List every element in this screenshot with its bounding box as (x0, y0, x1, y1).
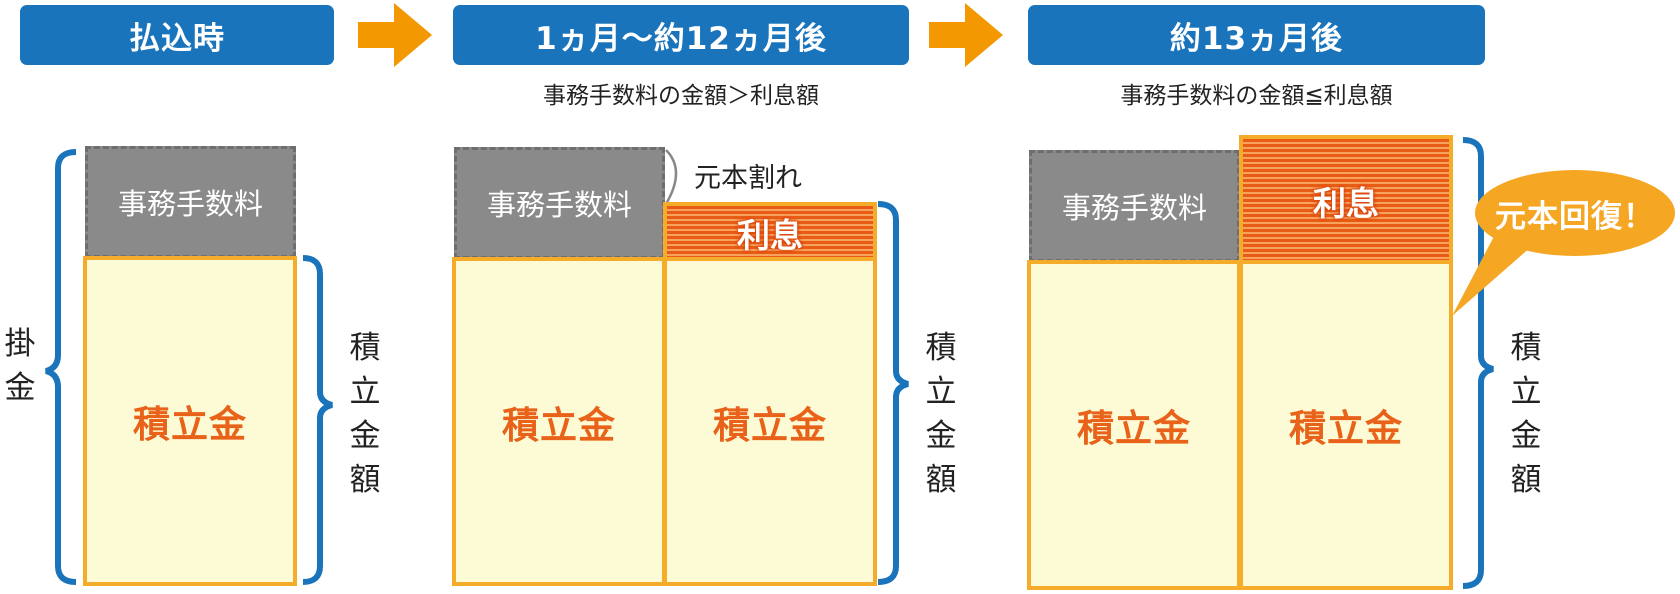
fee-label: 事務手数料 (117, 187, 263, 221)
vlabel-char: 積 (349, 330, 381, 366)
stage-header-payment: 払込時 (20, 5, 334, 65)
stage-header-1-12-months: 1ヵ月〜約12ヵ月後 (453, 5, 909, 65)
deposit-label: 積立金 (713, 403, 827, 447)
deposit-total-label: 積 立 金 額 (1506, 326, 1546, 502)
caption-fee-greater: 事務手数料の金額＞利息額 (543, 83, 819, 109)
principal-loss-connector (664, 149, 678, 205)
vlabel-char: 額 (1510, 462, 1542, 498)
interest-box: 利息 (1239, 135, 1453, 262)
installment-bracket (45, 149, 77, 585)
deposit-total-label: 積 立 金 額 (345, 326, 385, 502)
fee-box: 事務手数料 (454, 147, 665, 259)
installment-total-label: 掛 金 (0, 322, 40, 410)
vlabel-char: 立 (349, 374, 381, 410)
deposit-label: 積立金 (1077, 407, 1191, 450)
interest-label: 利息 (1313, 183, 1379, 223)
vlabel-char: 金 (349, 418, 381, 454)
deposit-box: 積立金 (1027, 260, 1241, 590)
fee-label: 事務手数料 (486, 188, 632, 222)
principal-recovery-label: 元本回復！ (1495, 198, 1655, 235)
fee-box: 事務手数料 (85, 146, 296, 258)
deposit-label: 積立金 (1289, 407, 1403, 450)
interest-label: 利息 (737, 216, 803, 255)
vlabel-char: 積 (1510, 330, 1542, 366)
arrow-right-icon (929, 3, 1003, 67)
deposit-box: 積立金 (83, 256, 297, 586)
stage-header-label: 約13ヵ月後 (1169, 20, 1344, 57)
stage-header-label: 払込時 (129, 20, 225, 57)
deposit-box: 積立金 (1239, 260, 1453, 590)
deposit-total-bracket (302, 255, 333, 585)
vlabel-char: 額 (925, 462, 957, 498)
principal-recovery-bubble: 元本回復！ (1475, 170, 1675, 256)
arrow-right-icon (358, 3, 432, 67)
deposit-total-bracket (877, 201, 909, 585)
fee-box: 事務手数料 (1029, 150, 1240, 262)
deposit-total-bracket (1462, 137, 1494, 589)
vlabel-char: 金 (4, 370, 36, 406)
vlabel-char: 積 (925, 330, 957, 366)
deposit-box: 積立金 (452, 257, 666, 586)
vlabel-char: 立 (925, 374, 957, 410)
vlabel-char: 掛 (4, 326, 36, 362)
deposit-label: 積立金 (133, 403, 247, 446)
principal-loss-label: 元本割れ (694, 163, 802, 194)
deposit-total-label: 積 立 金 額 (921, 326, 961, 502)
stage-header-label: 1ヵ月〜約12ヵ月後 (535, 20, 827, 57)
vlabel-char: 立 (1510, 374, 1542, 410)
deposit-label: 積立金 (502, 403, 616, 447)
interest-box: 利息 (663, 202, 877, 260)
vlabel-char: 金 (1510, 418, 1542, 454)
deposit-box: 積立金 (663, 257, 877, 586)
stage-header-13-months: 約13ヵ月後 (1028, 5, 1485, 65)
fee-label: 事務手数料 (1061, 191, 1207, 225)
caption-fee-less-equal: 事務手数料の金額≦利息額 (1120, 83, 1393, 109)
vlabel-char: 額 (349, 462, 381, 498)
vlabel-char: 金 (925, 418, 957, 454)
